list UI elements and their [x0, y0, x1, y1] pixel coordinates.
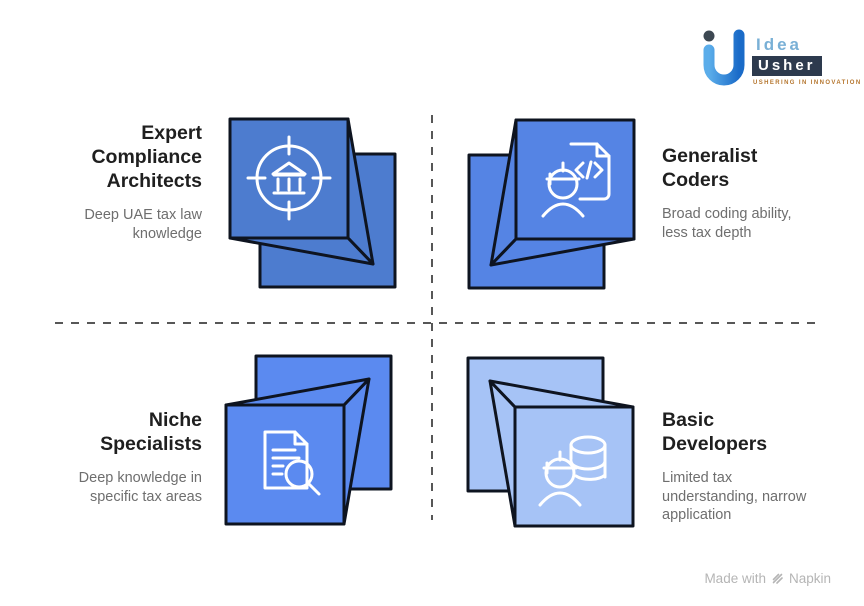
engineer-database-icon — [538, 435, 607, 507]
subtitle-line: understanding, narrow — [662, 488, 807, 505]
engineer-code-document-icon — [541, 142, 611, 218]
title-line: Generalist — [662, 145, 758, 167]
title-line: Niche — [148, 409, 202, 431]
label-basic-developers: Basic Developers Limited tax understandi… — [662, 408, 857, 525]
subtitle-line: Limited tax — [662, 470, 733, 486]
subtitle-line: Deep knowledge in — [78, 470, 202, 486]
title-line: Coders — [662, 169, 730, 191]
title-line: Specialists — [100, 433, 202, 455]
title-line: Basic — [662, 409, 715, 431]
cube-3d-box — [467, 118, 636, 290]
bank-target-icon — [246, 135, 332, 221]
label-generalist-coders: Generalist Coders Broad coding ability, … — [662, 144, 857, 242]
made-with-text: Made with — [704, 571, 766, 586]
quadrant-subtitle: Deep knowledge in specific tax areas — [0, 469, 202, 506]
label-expert-compliance-architects: Expert Compliance Architects Deep UAE ta… — [0, 121, 202, 243]
vertical-dashed-divider — [431, 115, 433, 520]
idea-usher-logo: Idea Usher USHERING IN INNOVATION — [699, 29, 860, 91]
title-line: Compliance — [91, 146, 202, 168]
subtitle-line: Deep UAE tax law — [84, 207, 202, 223]
logo-brand-top: Idea — [756, 35, 803, 54]
idea-usher-monogram-icon — [703, 29, 745, 86]
document-search-icon — [263, 430, 321, 496]
subtitle-line: application — [662, 507, 732, 523]
cube-basic-developers — [461, 352, 641, 532]
napkin-logo-icon — [772, 573, 783, 584]
subtitle-line: knowledge — [132, 225, 202, 242]
quadrant-title: Basic Developers — [662, 408, 857, 456]
quadrant-subtitle: Broad coding ability, less tax depth — [662, 205, 857, 242]
subtitle-line: Broad coding ability, — [662, 206, 792, 222]
quadrant-subtitle: Deep UAE tax law knowledge — [0, 206, 202, 243]
title-line: Expert — [141, 122, 202, 144]
subtitle-line: less tax depth — [662, 224, 752, 241]
quadrant-title: Niche Specialists — [0, 408, 202, 456]
title-line: Developers — [662, 433, 768, 455]
horizontal-dashed-divider — [55, 322, 815, 324]
logo-tagline: USHERING IN INNOVATION — [753, 80, 862, 86]
quadrant-title: Generalist Coders — [662, 144, 857, 192]
napkin-brand-text: Napkin — [788, 571, 831, 586]
logo-brand-bottom: Usher — [752, 56, 822, 76]
cube-3d-box — [466, 356, 635, 528]
cube-expert-compliance-architects — [222, 113, 402, 293]
subtitle-line: specific tax areas — [89, 488, 202, 505]
label-niche-specialists: Niche Specialists Deep knowledge in spec… — [0, 408, 202, 506]
cube-niche-specialists — [218, 350, 398, 530]
quadrant-title: Expert Compliance Architects — [0, 121, 202, 193]
title-line: Architects — [106, 170, 202, 192]
quadrant-subtitle: Limited tax understanding, narrow applic… — [662, 469, 857, 525]
made-with-napkin: Made with Napkin — [704, 571, 831, 586]
cube-generalist-coders — [462, 114, 642, 294]
